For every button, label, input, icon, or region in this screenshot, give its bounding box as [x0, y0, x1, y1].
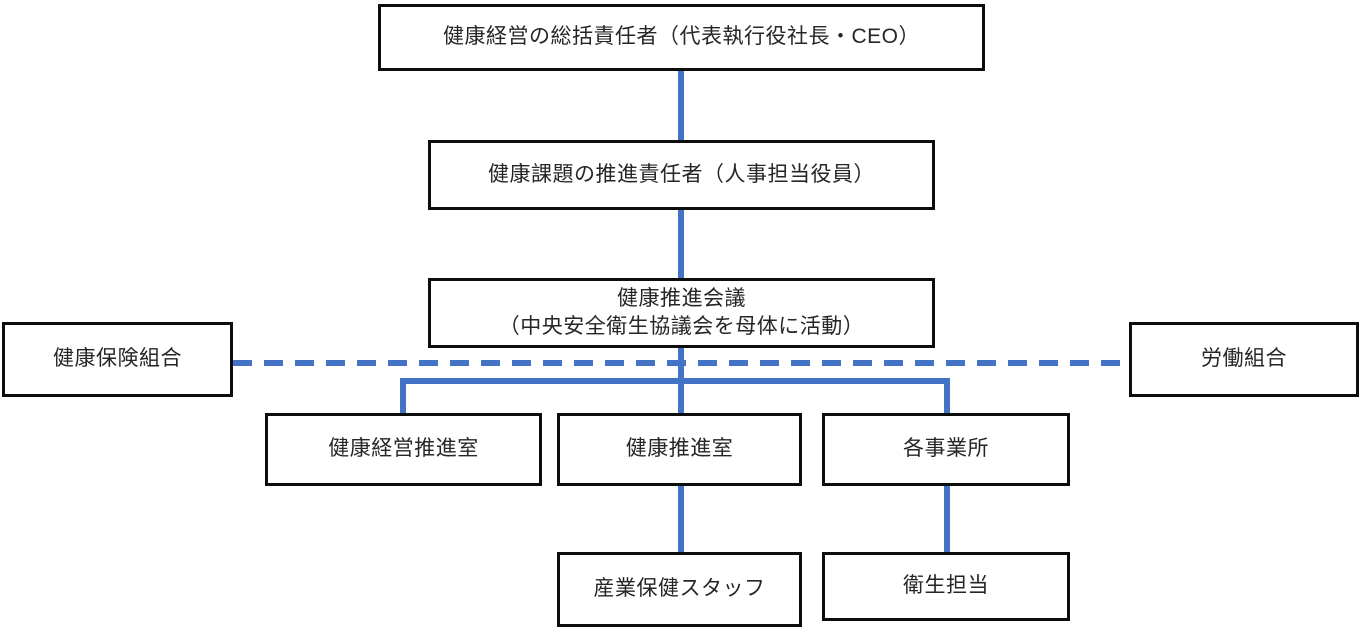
connector-offices-to-eisei — [944, 486, 950, 552]
box-labor-union: 労働組合 — [1129, 322, 1359, 397]
box-insurance-label: 健康保険組合 — [53, 347, 182, 371]
box-council-label-line2: （中央安全衛生協議会を母体に活動） — [498, 315, 865, 338]
box-sangyo-label: 産業保健スタッフ — [593, 577, 766, 601]
connector-branch-to-keiei-office — [400, 378, 406, 413]
connector-branch-to-offices — [944, 378, 950, 413]
dashed-connector-insurance-to-union — [233, 360, 1129, 366]
box-hygiene-staff: 衛生担当 — [822, 552, 1070, 621]
box-health-promotion-council: 健康推進会議 （中央安全衛生協議会を母体に活動） — [428, 278, 935, 348]
box-health-management-promotion-office: 健康経営推進室 — [265, 413, 542, 486]
box-union-label: 労働組合 — [1201, 347, 1287, 371]
box-health-promotion-office: 健康推進室 — [557, 413, 802, 486]
box-ceo-overall-responsible: 健康経営の総括責任者（代表執行役社長・CEO） — [378, 4, 985, 71]
box-offices-label: 各事業所 — [903, 437, 989, 461]
box-keiei-label: 健康経営推進室 — [328, 437, 479, 461]
box-each-business-site: 各事業所 — [822, 413, 1070, 486]
box-occupational-health-staff: 産業保健スタッフ — [557, 552, 802, 627]
box-suishin-label: 健康推進室 — [625, 437, 734, 461]
box-health-insurance-association: 健康保険組合 — [2, 322, 233, 397]
box-hr-label: 健康課題の推進責任者（人事担当役員） — [488, 162, 875, 186]
connector-ceo-to-hr — [678, 71, 684, 140]
box-hr-promotion-responsible: 健康課題の推進責任者（人事担当役員） — [428, 140, 935, 210]
box-ceo-label: 健康経営の総括責任者（代表執行役社長・CEO） — [442, 25, 920, 49]
connector-suishin-to-sangyo — [678, 486, 684, 552]
connector-hr-to-council — [678, 210, 684, 278]
box-council-label-line1: 健康推進会議 — [617, 286, 746, 310]
connector-branch-horizontal — [400, 378, 950, 384]
box-eisei-label: 衛生担当 — [903, 574, 989, 598]
